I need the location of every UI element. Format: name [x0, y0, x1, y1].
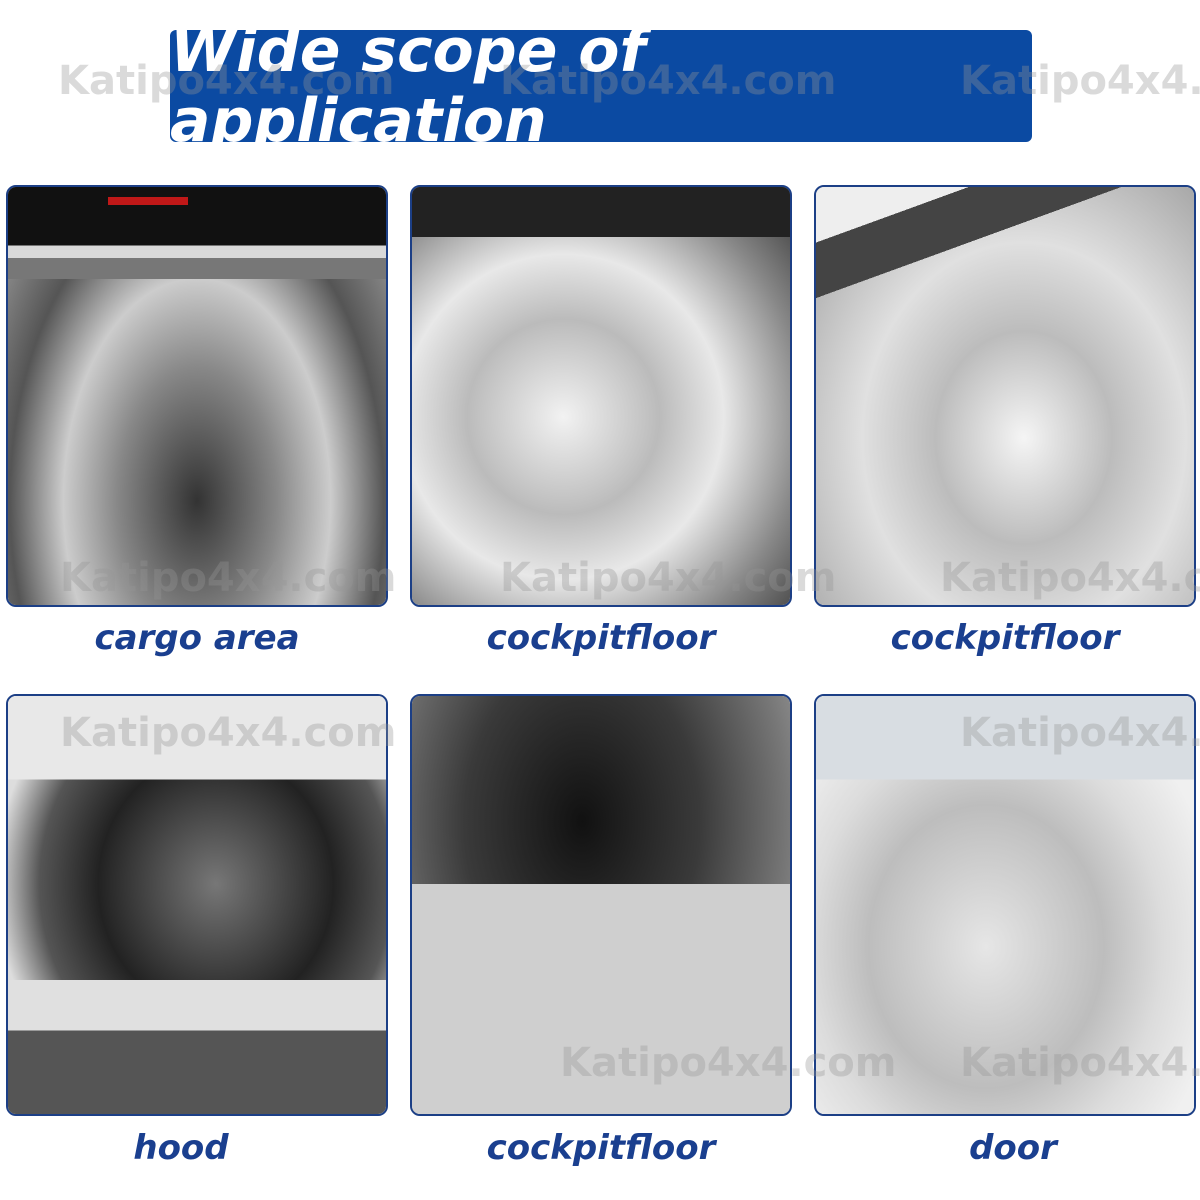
- tile-hood: [6, 694, 388, 1116]
- cargo-area-photo: [8, 187, 386, 605]
- tile-cockpitfloor-3: [410, 694, 792, 1116]
- cockpitfloor-photo: [816, 187, 1194, 605]
- tile-door: [814, 694, 1196, 1116]
- tile-label: cockpitfloor: [890, 618, 1120, 658]
- hood-photo: [8, 696, 386, 1114]
- banner-title: Wide scope of application: [170, 16, 646, 156]
- cockpitfloor-photo: [412, 696, 790, 1114]
- tile-cockpitfloor-1: [410, 185, 792, 607]
- tile-label: cockpitfloor: [486, 1128, 716, 1168]
- brake-light: [108, 197, 188, 205]
- cockpitfloor-photo: [412, 187, 790, 605]
- tile-cargo-area: [6, 185, 388, 607]
- tile-label: cargo area: [94, 618, 300, 658]
- title-banner: Wide scope of application: [170, 16, 1032, 156]
- tile-label: door: [969, 1128, 1057, 1168]
- tile-label: hood: [133, 1128, 229, 1168]
- door-photo: [816, 696, 1194, 1114]
- tile-cockpitfloor-2: [814, 185, 1196, 607]
- tile-label: cockpitfloor: [486, 618, 716, 658]
